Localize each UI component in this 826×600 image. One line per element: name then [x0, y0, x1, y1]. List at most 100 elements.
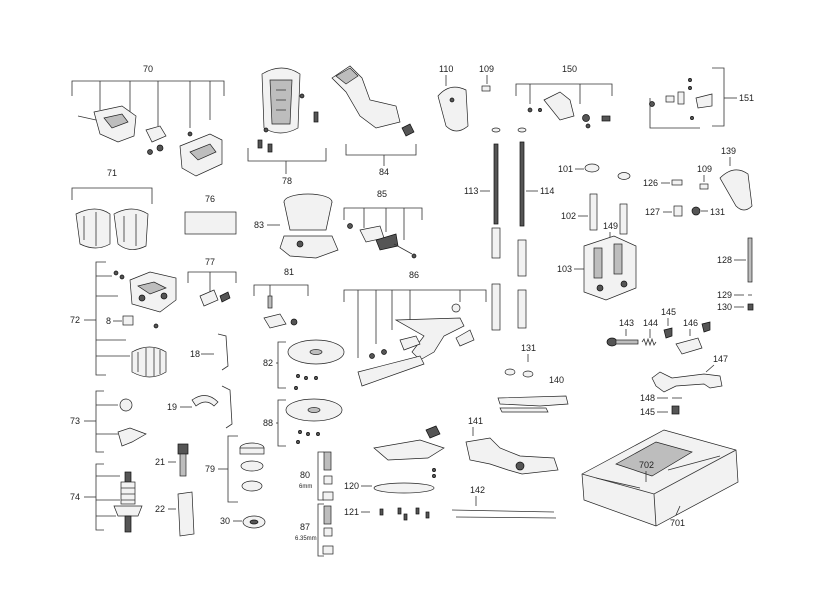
callout-113: 113: [464, 186, 478, 196]
callout-145-bottom: 145: [640, 407, 655, 417]
spring-part[interactable]: [641, 337, 657, 347]
part-101: 101: [558, 163, 631, 180]
guide-rod-part[interactable]: [451, 509, 555, 513]
depth-rod-part[interactable]: [493, 143, 499, 225]
part-103: 103: [557, 235, 637, 301]
motor-housing-half-part[interactable]: [77, 105, 137, 143]
callout-21: 21: [155, 457, 165, 467]
part-group-71: 71: [71, 168, 153, 250]
part-144: 144: [641, 318, 658, 347]
part-group-80: 80 6mm: [299, 451, 334, 501]
callout-74: 74: [70, 492, 80, 502]
switch-part[interactable]: [145, 125, 167, 155]
screw-part[interactable]: [699, 183, 709, 190]
part-145-bottom: 145: [640, 405, 680, 417]
callout-144: 144: [643, 318, 658, 328]
collet-6mm-part[interactable]: [323, 451, 332, 471]
adjusting-nut-part[interactable]: [584, 163, 600, 173]
depth-stop-rod-part[interactable]: [747, 237, 753, 283]
part-group-84: 84: [331, 65, 417, 177]
stator-part[interactable]: [131, 346, 167, 378]
screw-part[interactable]: [153, 323, 159, 329]
part-group-85: 85: [343, 189, 423, 259]
callout-142: 142: [470, 485, 485, 495]
callout-151: 151: [739, 93, 754, 103]
callout-148: 148: [640, 393, 655, 403]
guide-rail-part[interactable]: [357, 355, 425, 387]
lever-part[interactable]: [543, 91, 575, 121]
depth-stop-part[interactable]: [263, 313, 287, 329]
pin-part[interactable]: [671, 179, 683, 186]
part-109-right: 109: [697, 164, 712, 190]
guide-post-part[interactable]: [589, 193, 598, 231]
base-plate-bracket-part[interactable]: [651, 371, 723, 393]
knob-part[interactable]: [522, 370, 534, 378]
rating-label-part[interactable]: [184, 211, 237, 235]
armature-part[interactable]: [113, 471, 143, 533]
part-21: 21: [155, 443, 189, 477]
screw-part[interactable]: [671, 405, 680, 415]
depth-turret-part[interactable]: [583, 235, 637, 301]
handle-cover-part[interactable]: [437, 86, 469, 132]
part-141: 141: [465, 416, 559, 475]
callout-129: 129: [717, 290, 732, 300]
spindle-nut-part[interactable]: [119, 398, 133, 412]
part-22: 22: [155, 491, 195, 537]
bearing-part[interactable]: [240, 460, 264, 472]
spindle-lock-part[interactable]: [117, 427, 147, 447]
part-group-76: 76: [184, 194, 237, 235]
carrying-case-part[interactable]: [581, 429, 739, 527]
wrench-part[interactable]: [497, 395, 569, 407]
part-109-top: 109: [479, 64, 494, 92]
brush-holder-part[interactable]: [122, 315, 134, 326]
lock-lever-part[interactable]: [675, 337, 703, 355]
callout-109-top: 109: [479, 64, 494, 74]
callout-139: 139: [721, 146, 736, 156]
edge-guide-part[interactable]: [394, 303, 475, 361]
collet-size-635mm: 6.35mm: [295, 536, 317, 542]
knob-part[interactable]: [691, 206, 701, 216]
dust-extraction-adapter-part[interactable]: [465, 437, 559, 475]
threaded-rod-part[interactable]: [519, 141, 525, 227]
lock-pin-part[interactable]: [677, 91, 685, 105]
screw-part[interactable]: [481, 85, 491, 92]
set-screw-part[interactable]: [747, 303, 754, 311]
bushing-part[interactable]: [673, 205, 683, 217]
plunge-base-part[interactable]: [279, 193, 339, 259]
part-group-72: 72 8: [70, 261, 177, 378]
brush-cover-part[interactable]: [177, 491, 195, 537]
guide-rod-part[interactable]: [455, 516, 557, 519]
callout-143: 143: [619, 318, 634, 328]
column-part[interactable]: [491, 227, 501, 259]
part-143: 143: [606, 318, 639, 347]
switch-spring-part[interactable]: [219, 291, 231, 303]
part-group-151: 151: [649, 67, 754, 129]
latch-part[interactable]: [695, 93, 713, 109]
housing-shell-right-part[interactable]: [113, 208, 149, 250]
collet-635mm-part[interactable]: [323, 505, 332, 525]
cable-guide-part[interactable]: [191, 395, 219, 407]
motor-cover-part[interactable]: [179, 131, 223, 177]
motor-frame-part[interactable]: [129, 271, 177, 313]
housing-shell-left-part[interactable]: [75, 208, 111, 249]
wire-clip-part[interactable]: [217, 333, 229, 371]
part-139: 139: [719, 146, 753, 211]
fixed-base-housing-part[interactable]: [261, 67, 301, 134]
screw-part[interactable]: [379, 508, 384, 516]
screw-part[interactable]: [663, 327, 673, 339]
adjusting-screw-part[interactable]: [615, 339, 639, 345]
callout-130: 130: [717, 302, 732, 312]
dust-chute-part[interactable]: [331, 65, 401, 129]
callout-131-right: 131: [710, 207, 725, 217]
switch-button-part[interactable]: [199, 289, 219, 307]
handle-grip-part[interactable]: [719, 169, 753, 211]
callout-73: 73: [70, 416, 80, 426]
part-131-left: 131: [504, 343, 536, 378]
template-guide-part[interactable]: [373, 482, 435, 494]
circle-guide-part[interactable]: [373, 439, 445, 461]
callout-141: 141: [468, 416, 483, 426]
callout-131-left: 131: [521, 343, 536, 353]
bolt-head-part[interactable]: [177, 443, 189, 455]
washer-part[interactable]: [241, 480, 263, 492]
